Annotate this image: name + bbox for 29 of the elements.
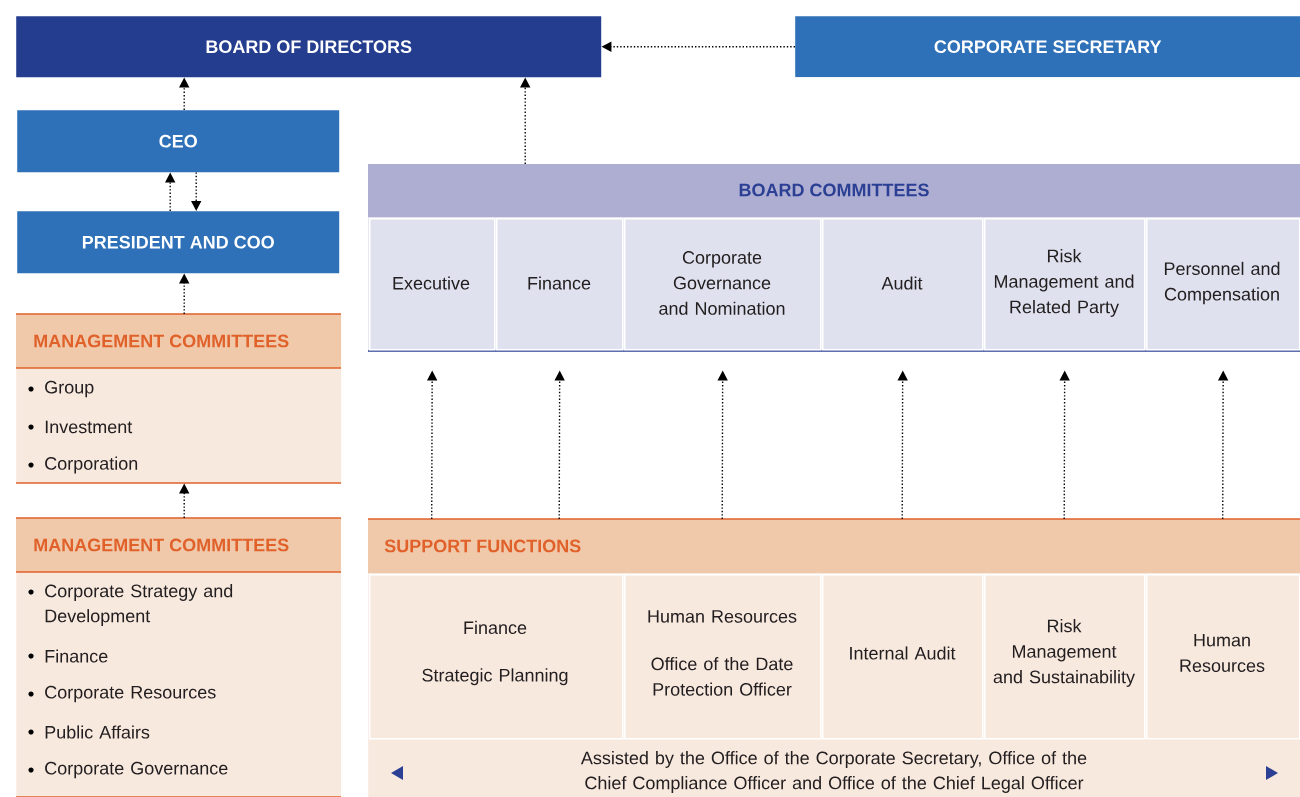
- committee-cell: Risk Management and Sustainability: [984, 574, 1146, 740]
- list-item: Corporate Governance: [28, 761, 228, 779]
- committee-cell: Human Resources: [1146, 574, 1300, 740]
- committee-cell: Finance Strategic Planning: [369, 574, 624, 740]
- list-item: Finance: [28, 649, 108, 663]
- panel-heading: SUPPORT FUNCTIONS: [384, 539, 581, 553]
- panel-heading: MANAGEMENT COMMITTEES: [34, 334, 289, 348]
- panel-heading: BOARD COMMITTEES: [739, 183, 929, 197]
- committee-cell: Human Resources Office of the Date Protection Officer: [624, 574, 822, 740]
- committee-cell: Personnel and Compensation: [1146, 218, 1300, 351]
- list-item: Public Affairs: [28, 725, 150, 739]
- committee-cell: Executive: [369, 218, 496, 351]
- title-box: CEO: [17, 110, 340, 173]
- list-item: Corporate Strategy and Development: [28, 584, 233, 626]
- panel-heading: MANAGEMENT COMMITTEES: [34, 538, 289, 552]
- list-item: Corporation: [28, 456, 138, 474]
- committee-cell: Audit: [822, 218, 984, 351]
- committee-cell: Finance: [496, 218, 624, 351]
- committee-cell: Risk Management and Related Party: [984, 218, 1146, 351]
- committee-cell: Internal Audit: [822, 574, 984, 740]
- note-text: Assisted by the Office of the Corporate Secretary, Office of the Chief Compliance Officer and Office of the Chief Legal Officer: [580, 751, 1087, 793]
- committee-cell: Corporate Governance and Nomination: [624, 218, 822, 351]
- arrow: [191, 171, 202, 211]
- title-box: BOARD OF DIRECTORS: [16, 16, 602, 78]
- list-item: Investment: [28, 420, 133, 434]
- list-item: Corporate Resources: [28, 685, 216, 703]
- title-box: CORPORATE SECRETARY: [795, 16, 1300, 78]
- title-box: PRESIDENT AND COO: [17, 211, 340, 274]
- list-item: Group: [28, 380, 94, 398]
